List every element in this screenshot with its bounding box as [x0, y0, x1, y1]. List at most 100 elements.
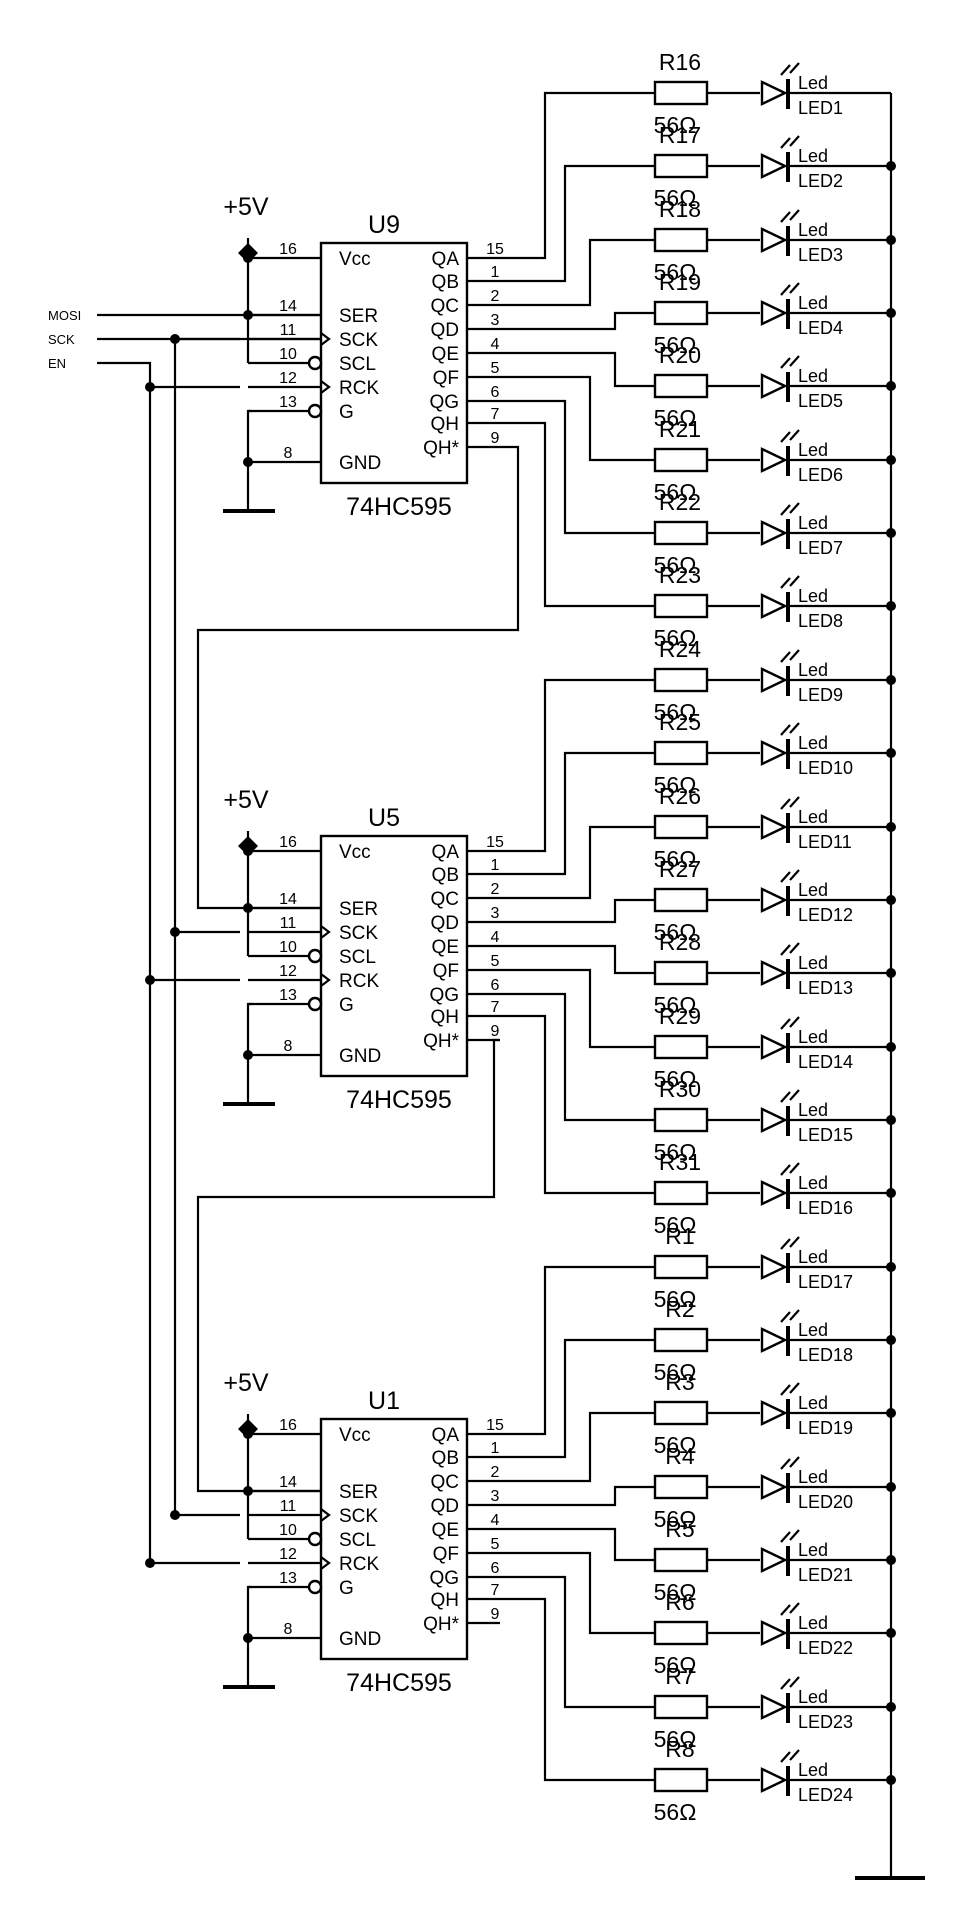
- led-arrow: [780, 1458, 791, 1470]
- pin-number: 15: [486, 834, 504, 851]
- resistor-ref: R4: [665, 1443, 695, 1469]
- led-arrow: [780, 1311, 791, 1323]
- resistor-body: [653, 1547, 709, 1573]
- pin-name: QB: [432, 272, 459, 293]
- led-ref: LED7: [798, 538, 843, 558]
- led-type: Led: [798, 1393, 828, 1413]
- resistor-value: 56Ω: [654, 699, 697, 725]
- pin-number: 1: [491, 857, 500, 874]
- pin-name: QC: [431, 296, 460, 317]
- output-route: [500, 1597, 655, 1782]
- pin-name: GND: [339, 1629, 381, 1650]
- resistor-body: [653, 447, 709, 473]
- led-arrow: [789, 135, 800, 147]
- led-arrow: [789, 502, 800, 514]
- resistor-body: [653, 887, 709, 913]
- pin-name: QE: [432, 937, 459, 958]
- led-type: Led: [798, 1173, 828, 1193]
- resistor-ref: R28: [659, 929, 701, 955]
- chip-ref: U9: [368, 211, 400, 239]
- resistor-ref: R23: [659, 562, 701, 588]
- resistor-value: 56Ω: [654, 992, 697, 1018]
- led-ref: LED21: [798, 1565, 853, 1585]
- resistor-body: [653, 1620, 709, 1646]
- resistor-value: 56Ω: [654, 625, 697, 651]
- inversion-bubble: [307, 403, 323, 419]
- pin-name: QE: [432, 344, 459, 365]
- led-ref: LED6: [798, 465, 843, 485]
- led-diode: [760, 1254, 788, 1280]
- led-diode: [760, 153, 788, 179]
- pin-name: SCK: [339, 1506, 378, 1527]
- pin-name: QG: [429, 392, 459, 413]
- led-type: Led: [798, 1027, 828, 1047]
- resistor-ref: R21: [659, 416, 701, 442]
- resistor-ref: R17: [659, 122, 701, 148]
- inversion-bubble: [307, 1531, 323, 1547]
- led-arrow: [780, 1384, 791, 1396]
- junction-dot: [243, 457, 253, 467]
- pin-number: 4: [491, 336, 500, 353]
- pin-name: QH: [431, 1590, 460, 1611]
- led-diode: [760, 227, 788, 253]
- pin-number: 14: [279, 891, 297, 908]
- led-diode: [760, 80, 788, 106]
- resistor-body: [653, 667, 709, 693]
- led-arrow: [789, 649, 800, 661]
- led-arrow: [780, 64, 791, 76]
- led-ref: LED22: [798, 1638, 853, 1658]
- resistor-ref: R25: [659, 709, 701, 735]
- resistor-ref: R1: [665, 1223, 694, 1249]
- resistor-body: [653, 227, 709, 253]
- led-arrow: [789, 1602, 800, 1614]
- led-arrow: [789, 1456, 800, 1468]
- output-route: [500, 992, 655, 1122]
- pin-number: 9: [491, 1023, 500, 1040]
- resistor-ref: R24: [659, 636, 701, 662]
- led-arrow: [789, 1016, 800, 1028]
- junction-dot: [243, 310, 253, 320]
- resistor-body: [653, 520, 709, 546]
- pin-name: QA: [432, 1425, 460, 1446]
- pin-number: 1: [491, 1440, 500, 1457]
- pin-number: 14: [279, 298, 297, 315]
- pin-name: QH*: [423, 1031, 460, 1052]
- led-type: Led: [798, 513, 828, 533]
- led-type: Led: [798, 73, 828, 93]
- led-arrow: [780, 211, 791, 223]
- inversion-bubble: [307, 355, 323, 371]
- led-arrow: [789, 1162, 800, 1174]
- clock-marker: [320, 380, 331, 394]
- led-type: Led: [798, 1467, 828, 1487]
- resistor-value: 56Ω: [654, 1652, 697, 1678]
- led-arrow: [789, 355, 800, 367]
- pin-number: 15: [486, 241, 504, 258]
- led-arrow: [780, 651, 791, 663]
- pin-name: G: [339, 1578, 354, 1599]
- pin-number: 7: [491, 999, 500, 1016]
- pin-number: 13: [279, 394, 297, 411]
- led-type: Led: [798, 1760, 828, 1780]
- resistor-body: [653, 593, 709, 619]
- pin-number: 3: [491, 1488, 500, 1505]
- signal-label-sck: SCK: [48, 332, 75, 347]
- pin-name: QH*: [423, 438, 460, 459]
- pin-number: 2: [491, 288, 500, 305]
- led-diode: [760, 1474, 788, 1500]
- pin-name: QB: [432, 865, 459, 886]
- led-ref: LED13: [798, 978, 853, 998]
- resistor-ref: R19: [659, 269, 701, 295]
- led-arrow: [780, 504, 791, 516]
- chip-ref: U5: [368, 804, 400, 832]
- led-ref: LED24: [798, 1785, 853, 1805]
- pin-number: 12: [279, 963, 297, 980]
- output-route: [500, 1338, 655, 1459]
- pin-name: SCK: [339, 923, 378, 944]
